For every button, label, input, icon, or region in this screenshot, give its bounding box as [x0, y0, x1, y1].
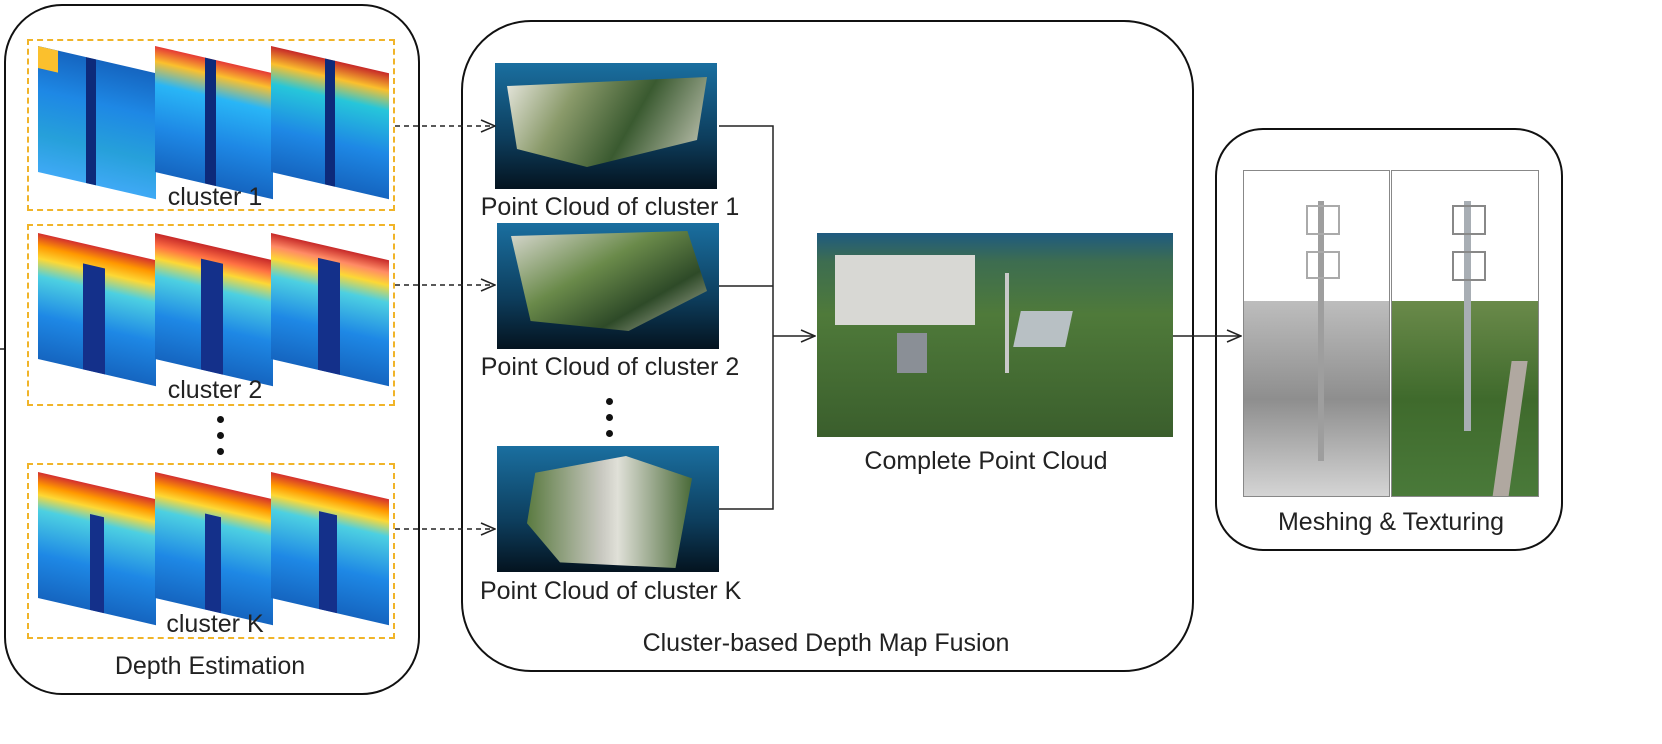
point-cloud-cluster-1-label: Point Cloud of cluster 1 [480, 193, 740, 221]
point-cloud-cluster-2-image [497, 223, 719, 349]
bracket-pc-merge [719, 125, 774, 510]
mesh-result-image [1243, 170, 1390, 497]
meshing-title: Meshing & Texturing [1277, 508, 1505, 536]
cluster-1-label: cluster 1 [167, 183, 263, 211]
point-cloud-cluster-1-image [495, 63, 717, 189]
texture-result-image [1391, 170, 1539, 497]
cluster-1-box [27, 39, 395, 211]
cluster-k-box [27, 463, 395, 639]
complete-point-cloud-image [817, 233, 1173, 437]
depth-estimation-title: Depth Estimation [114, 652, 306, 680]
cluster-k-label: cluster K [166, 610, 264, 638]
cluster-2-label: cluster 2 [167, 376, 263, 404]
point-cloud-cluster-k-image [497, 446, 719, 572]
point-cloud-cluster-2-label: Point Cloud of cluster 2 [480, 353, 740, 381]
cluster-2-box [27, 224, 395, 406]
complete-point-cloud-label: Complete Point Cloud [864, 447, 1108, 475]
point-cloud-cluster-k-label: Point Cloud of cluster K [480, 577, 742, 605]
ellipsis-dots-fusion [606, 398, 614, 446]
fusion-title: Cluster-based Depth Map Fusion [642, 629, 1010, 657]
ellipsis-dots [217, 416, 225, 464]
